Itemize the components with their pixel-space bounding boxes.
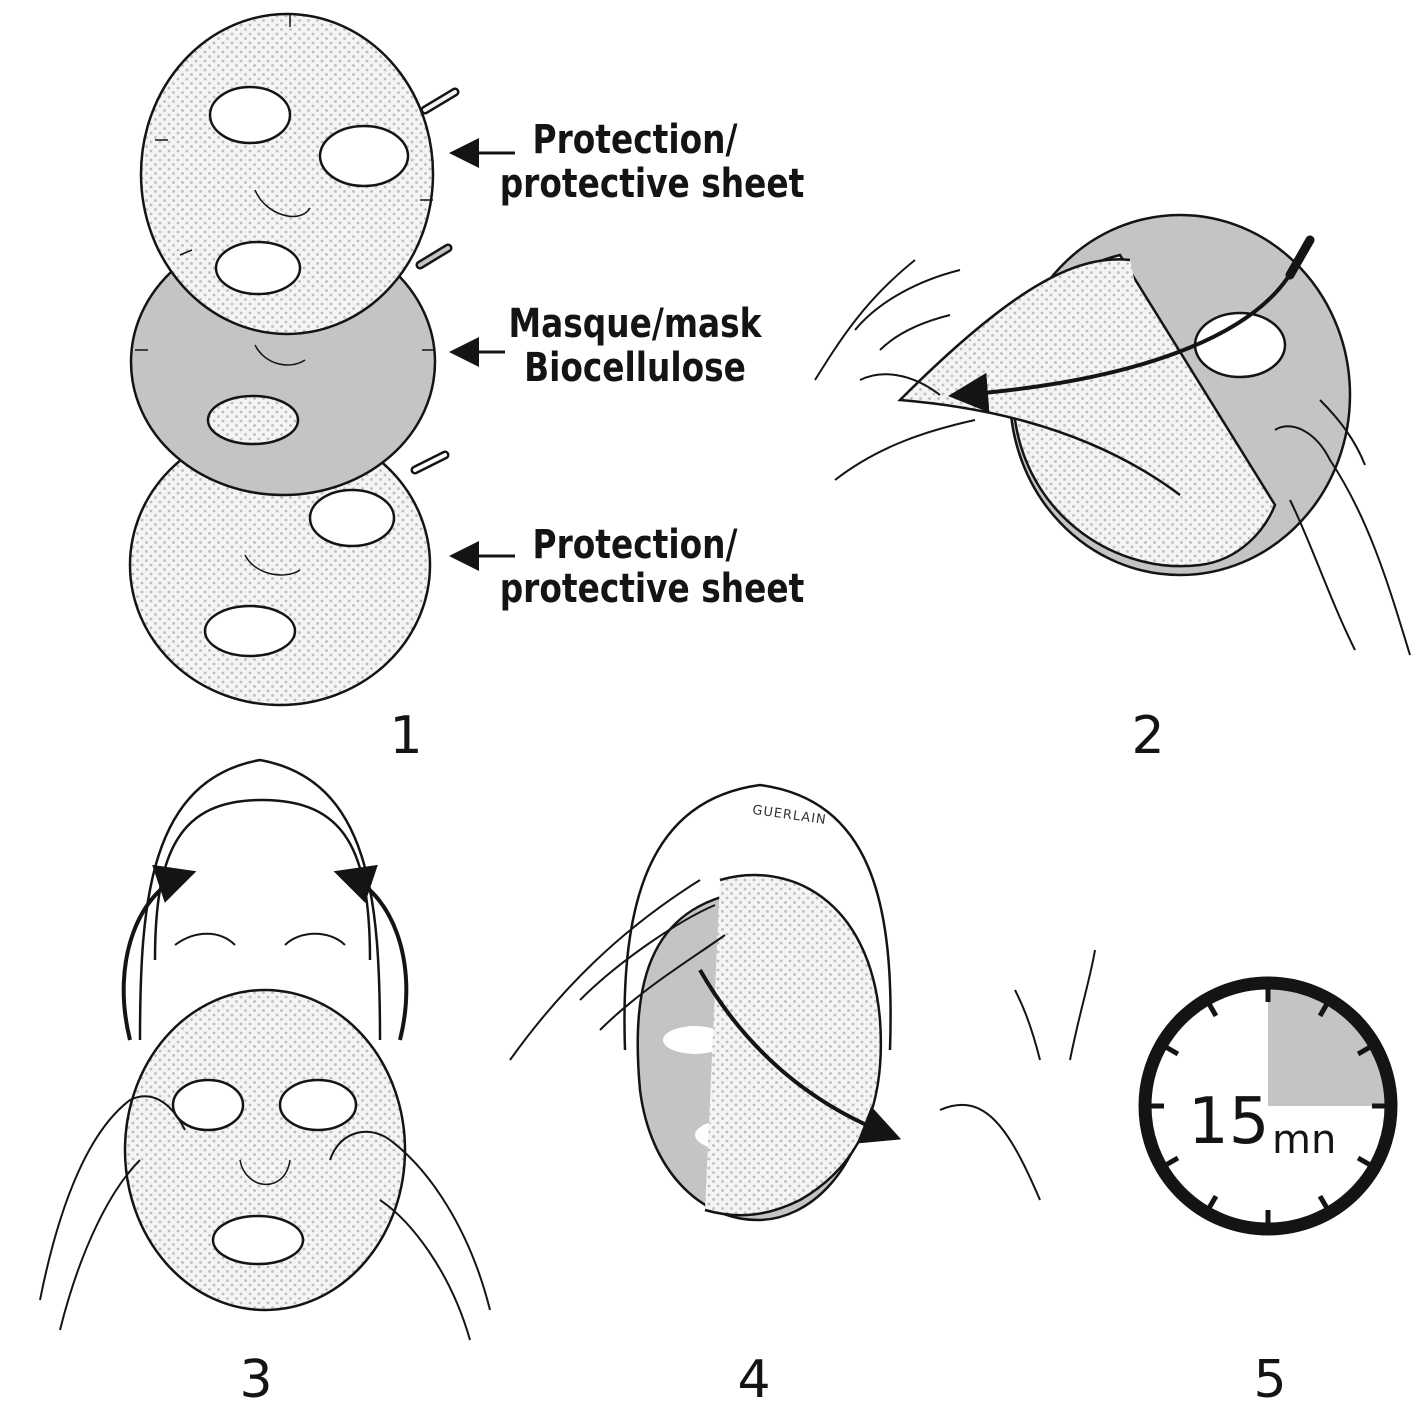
step4-illustration <box>509 783 1096 1222</box>
timer-icon <box>1138 976 1398 1236</box>
bottom-sheet-label-line2: protective sheet <box>499 566 805 612</box>
step-number-4: 4 <box>737 1350 771 1410</box>
timer-tick <box>1317 1194 1335 1219</box>
mask-label-line2: Biocellulose <box>524 345 746 391</box>
top-sheet-label-line1: Protection/ <box>532 117 738 163</box>
top-sheet-label: Protection/ protective sheet <box>499 117 805 207</box>
timer-tick <box>1201 1194 1219 1219</box>
timer-tick <box>1317 993 1335 1018</box>
mask-label: Masque/mask Biocellulose <box>500 302 771 390</box>
timer-value: 15 <box>1188 1085 1270 1159</box>
step2-illustration <box>814 213 1411 656</box>
bottom-sheet-label: Protection/ protective sheet <box>499 522 805 612</box>
timer-tick <box>1201 993 1219 1018</box>
step-number-3: 3 <box>239 1350 273 1410</box>
step-number-2: 2 <box>1131 706 1165 766</box>
bottom-sheet-label-line1: Protection/ <box>532 522 738 568</box>
pointer-arrows <box>449 138 515 571</box>
top-protective-sheet <box>139 12 460 336</box>
bottom-protective-sheet <box>128 423 450 707</box>
layer-stack <box>128 12 460 707</box>
timer-elapsed-wedge <box>1268 989 1385 1106</box>
timer-unit: mn <box>1272 1117 1337 1163</box>
step-number-5: 5 <box>1253 1350 1287 1410</box>
timer-tick <box>1356 1039 1381 1057</box>
timer-tick <box>1356 1155 1381 1173</box>
step3-illustration <box>39 758 491 1341</box>
top-sheet-label-line2: protective sheet <box>499 161 805 207</box>
timer-tick <box>1155 1039 1180 1057</box>
mask-label-line1: Masque/mask <box>508 301 762 347</box>
timer-tick <box>1155 1155 1180 1173</box>
step-number-1: 1 <box>389 706 423 766</box>
